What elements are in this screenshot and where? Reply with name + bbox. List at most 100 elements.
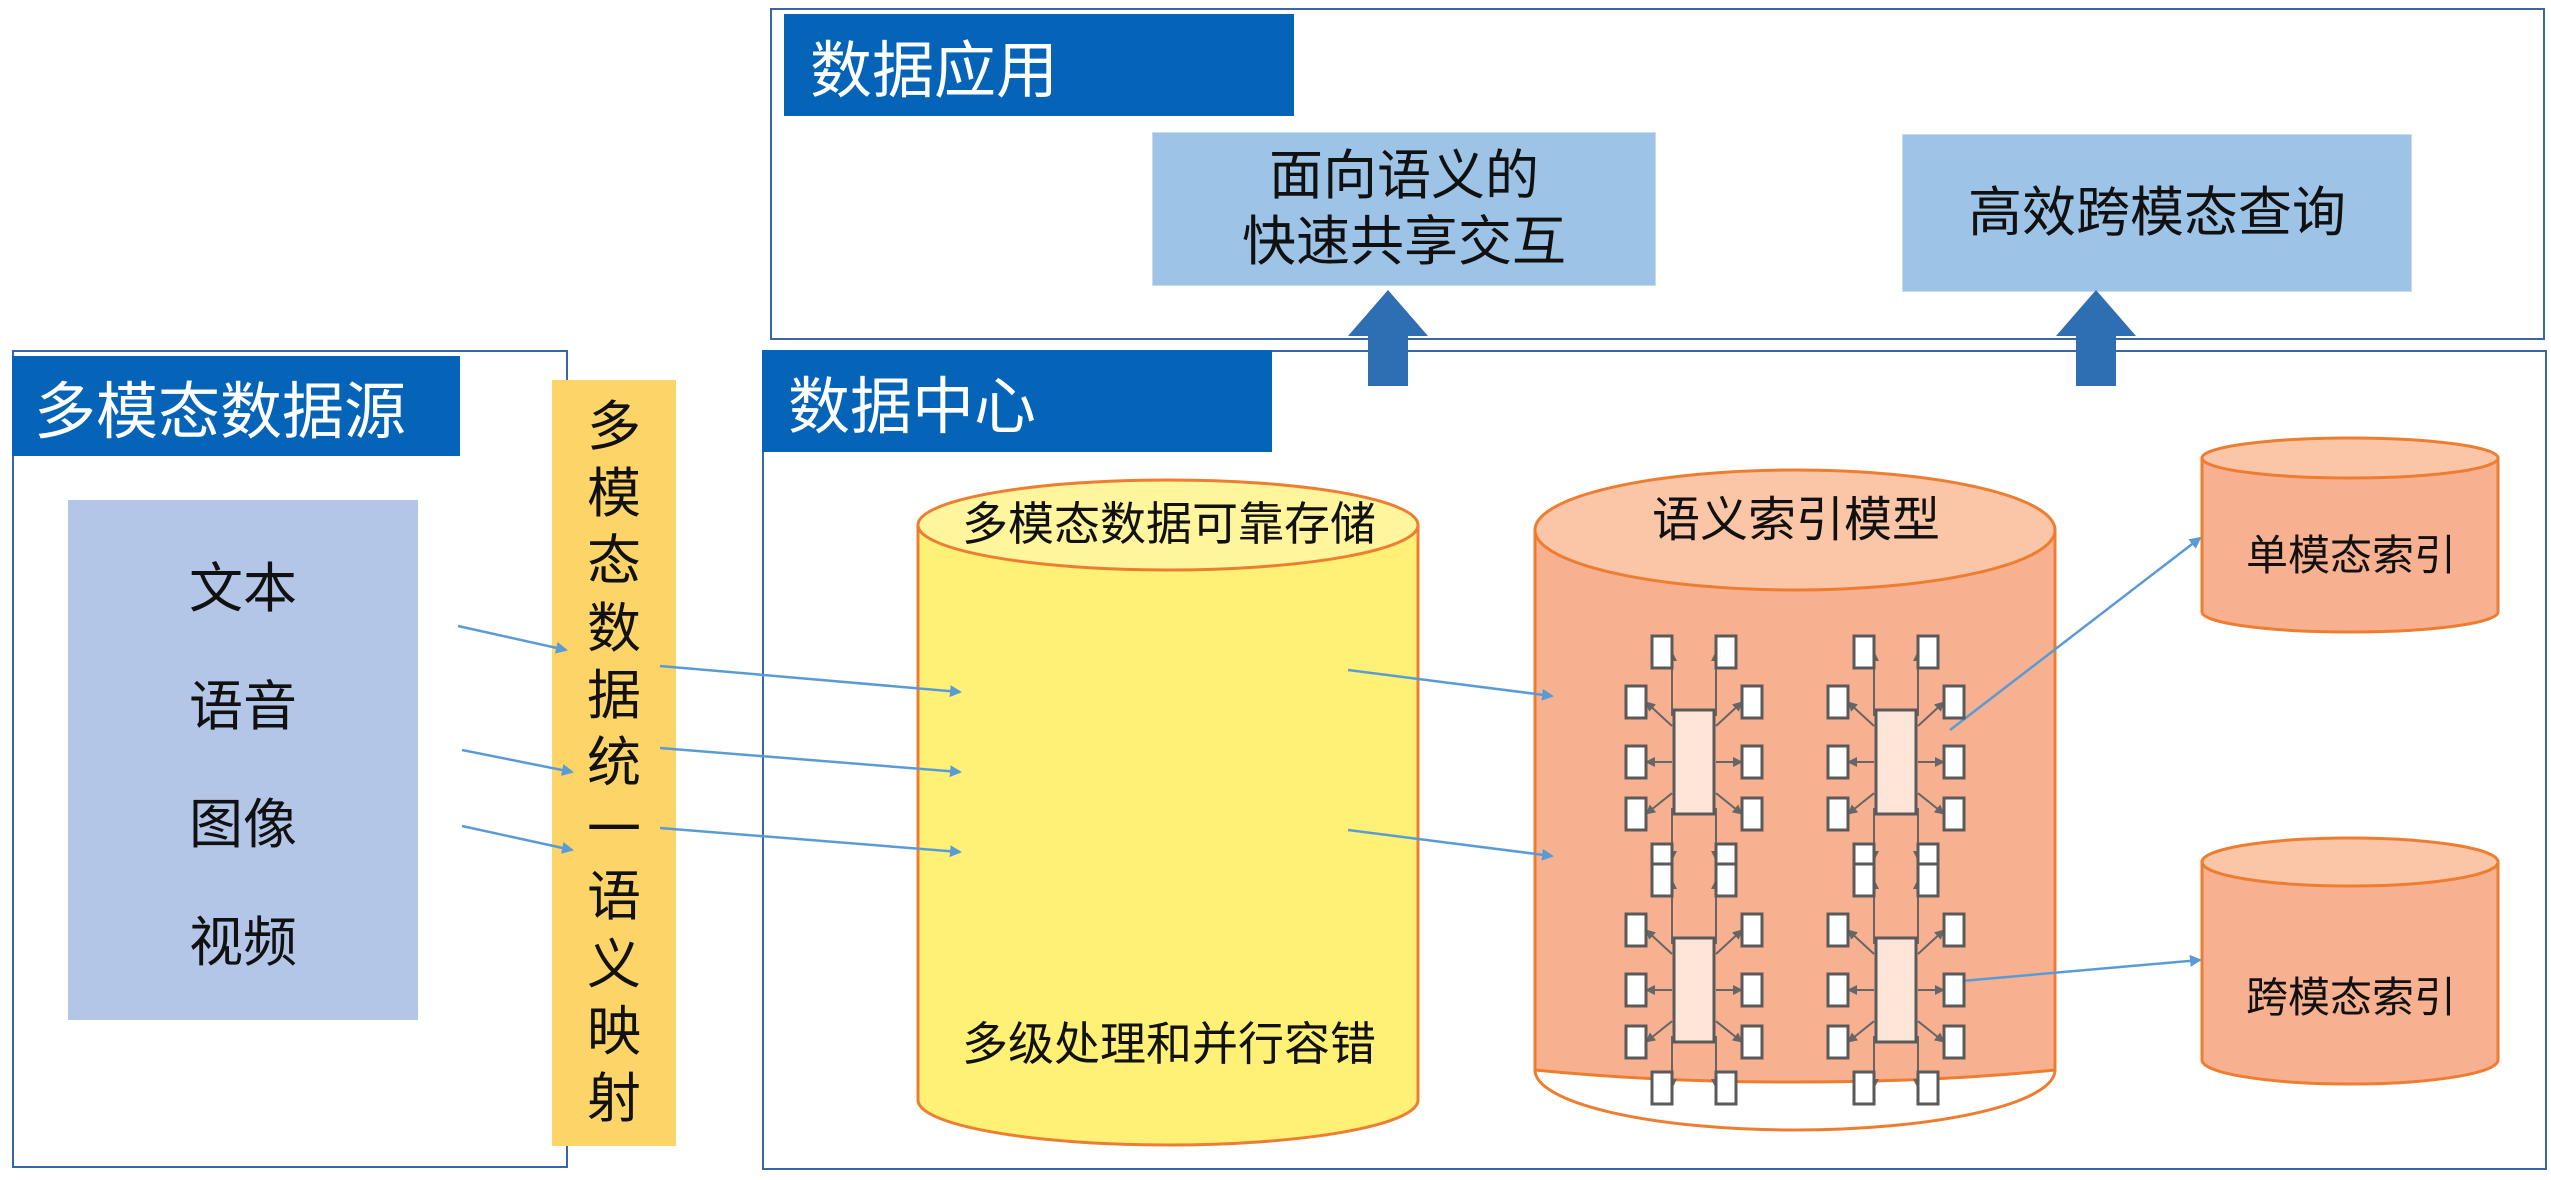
node-satellite xyxy=(1740,912,1764,948)
semantic-model-cylinder xyxy=(1533,468,2057,1132)
node-satellite xyxy=(1942,1024,1966,1060)
node-satellite xyxy=(1826,912,1850,948)
node-satellite xyxy=(1942,912,1966,948)
semantic-model-label: 语义索引模型 xyxy=(1652,492,1941,548)
node-link xyxy=(1645,701,1673,727)
node-link xyxy=(1645,792,1673,815)
cross-modal-index-cylinder xyxy=(2200,836,2500,1086)
node-link xyxy=(1847,792,1875,815)
storage-top-label: 多模态数据可靠存储 xyxy=(962,497,1376,551)
node-link xyxy=(1847,1020,1875,1043)
node-link xyxy=(1715,792,1743,815)
semantic-index-node-clusters xyxy=(1624,634,1966,1106)
node-satellite xyxy=(1852,862,1876,898)
mapping-char: 统 xyxy=(587,730,641,794)
node-satellite xyxy=(1624,912,1648,948)
mapping-char: 一 xyxy=(587,798,641,862)
mapping-char: 模 xyxy=(587,462,641,526)
semantic-sharing-line1: 面向语义的 xyxy=(1269,144,1539,208)
source-item-image: 图像 xyxy=(189,792,297,856)
single-modal-index-cylinder xyxy=(2200,436,2500,634)
node-satellite xyxy=(1740,796,1764,832)
unified-semantic-mapping-bar: 多 模 态 数 据 统 一 语 义 映 射 xyxy=(552,380,676,1146)
node-satellite xyxy=(1826,684,1850,720)
node-satellite xyxy=(1916,634,1940,670)
arrow-model-to-single-index xyxy=(1949,536,2202,731)
arrow-mapping-to-storage-3 xyxy=(659,826,962,858)
node-satellite xyxy=(1624,744,1648,780)
arrow-mapping-to-storage-2 xyxy=(659,746,962,778)
node-hub xyxy=(1874,708,1918,816)
arrow-source-to-mapping-2 xyxy=(461,748,574,776)
cross-modal-index-label: 跨模态索引 xyxy=(2246,973,2457,1022)
mapping-char: 映 xyxy=(587,999,641,1063)
arrow-source-to-mapping-1 xyxy=(457,624,568,654)
node-link xyxy=(1917,701,1945,727)
mapping-char: 多 xyxy=(587,395,641,458)
node-satellite xyxy=(1942,796,1966,832)
node-satellite xyxy=(1714,1070,1738,1106)
node-satellite xyxy=(1740,1024,1764,1060)
node-hub xyxy=(1874,936,1918,1044)
up-arrow-left xyxy=(1348,290,1428,386)
node-satellite xyxy=(1714,862,1738,898)
node-satellite xyxy=(1650,634,1674,670)
node-satellite xyxy=(1624,684,1648,720)
node-satellite xyxy=(1650,1070,1674,1106)
node-satellite xyxy=(1826,972,1850,1008)
node-satellite xyxy=(1714,634,1738,670)
node-satellite xyxy=(1826,744,1850,780)
node-satellite xyxy=(1624,1024,1648,1060)
node-link xyxy=(1847,929,1875,955)
arrow-mapping-to-storage-1 xyxy=(659,664,962,698)
node-satellite xyxy=(1826,796,1850,832)
mapping-char: 态 xyxy=(587,529,641,593)
arrow-storage-to-model-2 xyxy=(1347,828,1554,861)
data-application-header: 数据应用 xyxy=(784,14,1294,116)
up-arrow-right xyxy=(2056,290,2136,386)
node-satellite xyxy=(1852,634,1876,670)
node-link xyxy=(1715,929,1743,955)
node-satellite xyxy=(1852,1070,1876,1106)
node-link xyxy=(1715,1020,1743,1043)
node-link xyxy=(1645,1020,1673,1043)
semantic-sharing-box: 面向语义的 快速共享交互 xyxy=(1152,132,1656,286)
cross-modal-query-box: 高效跨模态查询 xyxy=(1902,134,2412,292)
node-satellite xyxy=(1942,684,1966,720)
mapping-char: 据 xyxy=(587,663,641,727)
node-link xyxy=(1847,701,1875,727)
node-link xyxy=(1715,701,1743,727)
node-satellite xyxy=(1650,862,1674,898)
mapping-char: 射 xyxy=(587,1066,641,1130)
data-center-header: 数据中心 xyxy=(762,350,1272,452)
arrow-model-to-cross-index xyxy=(1949,954,2202,984)
storage-cylinder xyxy=(916,478,1420,1147)
node-satellite xyxy=(1624,972,1648,1008)
source-item-video: 视频 xyxy=(189,910,297,974)
node-link xyxy=(1917,1020,1945,1043)
mapping-char: 数 xyxy=(587,596,641,660)
node-link xyxy=(1917,792,1945,815)
single-modal-index-label: 单模态索引 xyxy=(2246,531,2457,580)
node-hub xyxy=(1672,708,1716,816)
source-item-speech: 语音 xyxy=(189,674,297,738)
arrow-storage-to-model-1 xyxy=(1347,668,1554,701)
node-satellite xyxy=(1942,972,1966,1008)
node-hub xyxy=(1672,936,1716,1044)
mapping-char: 义 xyxy=(587,932,641,996)
mapping-char: 语 xyxy=(587,865,641,929)
node-satellite xyxy=(1826,1024,1850,1060)
node-satellite xyxy=(1740,972,1764,1008)
semantic-sharing-line2: 快速共享交互 xyxy=(1242,210,1566,273)
arrow-source-to-mapping-3 xyxy=(461,824,574,854)
node-satellite xyxy=(1916,862,1940,898)
source-list: 文本 语音 图像 视频 xyxy=(68,500,418,1020)
source-item-text: 文本 xyxy=(189,556,297,620)
node-satellite xyxy=(1740,684,1764,720)
node-satellite xyxy=(1740,744,1764,780)
node-link xyxy=(1917,929,1945,955)
data-source-header: 多模态数据源 xyxy=(12,356,460,456)
node-satellite xyxy=(1916,1070,1940,1106)
node-link xyxy=(1645,929,1673,955)
